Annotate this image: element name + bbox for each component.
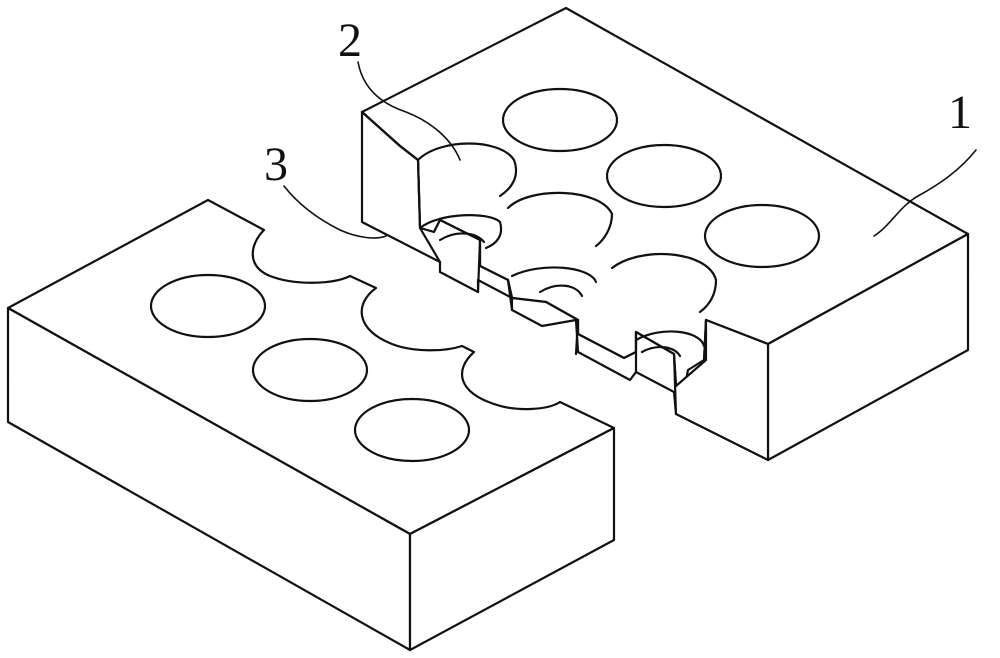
- leader-line-2: [357, 61, 461, 161]
- hole-2-upper-rim: [416, 142, 518, 198]
- left-block-top-face: [6, 198, 616, 536]
- right-block: [360, 6, 970, 462]
- leader-line-3: [283, 185, 387, 239]
- label-1: 1: [948, 86, 972, 139]
- hole-cut-middle-lower: [510, 266, 598, 298]
- left-hole-2: [251, 337, 369, 403]
- leader-line-1: [873, 149, 977, 237]
- hole-cut-right-lower: [634, 330, 706, 358]
- label-3: 3: [264, 138, 288, 191]
- hole-cut-middle-upper: [506, 191, 614, 248]
- left-block-right-face: [408, 426, 616, 652]
- right-block-step-edges: [360, 110, 708, 416]
- right-hole-top-2: [605, 143, 723, 209]
- left-block: [6, 198, 616, 652]
- left-hole-3: [353, 397, 471, 463]
- hole-2-lower-step: [418, 214, 503, 250]
- right-hole-top-3: [703, 203, 821, 269]
- left-hole-1: [149, 273, 267, 339]
- label-2: 2: [338, 14, 362, 67]
- hole-cut-right-upper: [610, 252, 718, 314]
- right-hole-top-1: [501, 87, 619, 153]
